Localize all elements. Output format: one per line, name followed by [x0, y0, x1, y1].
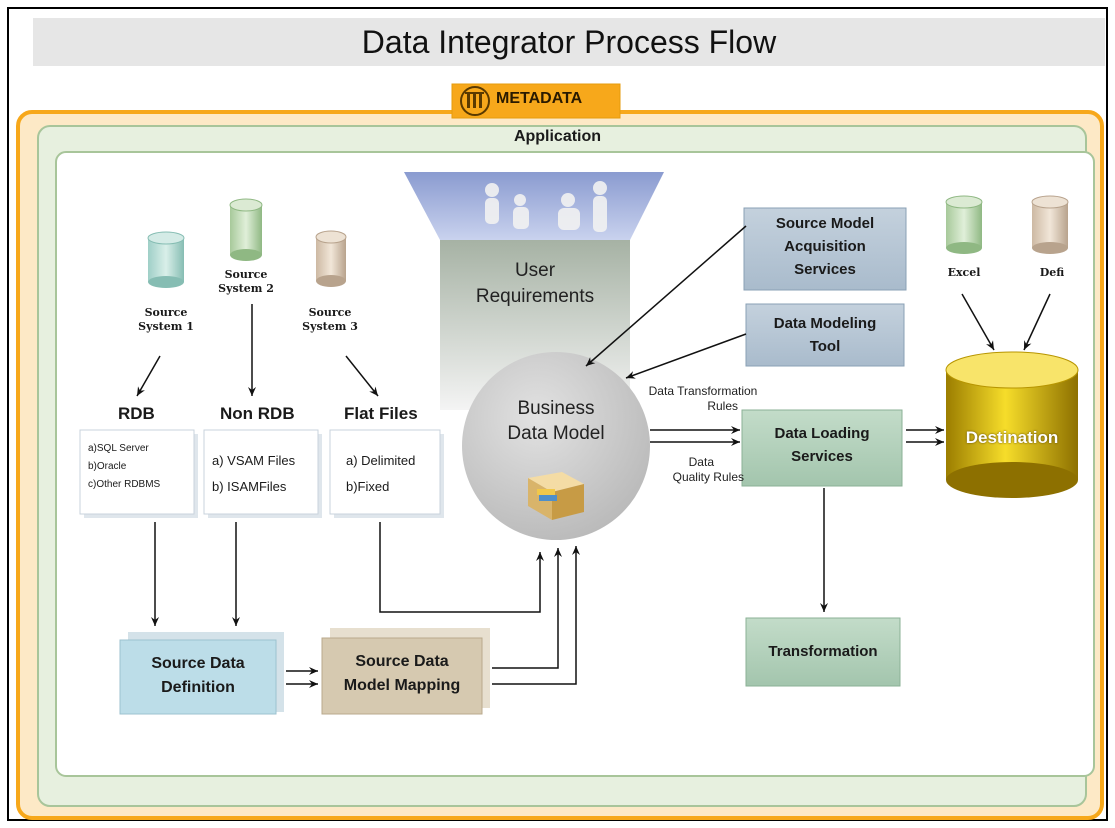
non-rdb-list-box [203, 429, 322, 518]
rdb-heading: RDB [118, 404, 155, 423]
page-title: Data Integrator Process Flow [33, 18, 1105, 66]
list-item: a) Delimited [346, 453, 416, 468]
defi-cylinder [1031, 195, 1069, 254]
application-label: Application [513, 128, 602, 145]
business-data-model-label: Business Data Model [507, 398, 605, 444]
defi-label: Defi [1039, 266, 1065, 279]
flat-files-list-box [329, 429, 444, 518]
list-item: c)Other RDBMS [88, 479, 161, 490]
source-data-definition-box: Source Data Definition [151, 655, 245, 696]
excel-cylinder [945, 195, 983, 254]
flat-files-list: a) Delimited b)Fixed [346, 448, 415, 500]
source-system-3-cylinder [315, 230, 347, 287]
list-item: a) VSAM Files [212, 453, 296, 468]
source-model-acquisition-services-box: Source Model Acquisition Services [775, 215, 875, 278]
list-item: b) ISAMFiles [212, 479, 287, 494]
user-requirements-label: User Requirements [475, 260, 595, 307]
transformation-box: Transformation [768, 643, 878, 660]
metadata-label: METADATA [496, 90, 583, 107]
data-modeling-tool-box: Data Modeling Tool [773, 315, 877, 355]
source-system-1-cylinder [147, 231, 185, 288]
rdb-list-box [79, 429, 198, 518]
data-transformation-rules-label: Data Transformation Rules [648, 384, 758, 413]
non-rdb-heading: Non RDB [220, 404, 295, 423]
flat-files-heading: Flat Files [344, 404, 418, 423]
source-data-model-mapping-box: Source Data Model Mapping [343, 653, 461, 694]
destination-cylinder [945, 351, 1079, 498]
excel-label: Excel [947, 266, 981, 279]
data-model-box-icon [528, 472, 584, 520]
list-item: b)Fixed [346, 479, 390, 494]
people-icon [485, 181, 607, 232]
data-quality-rules-label: Data Quality Rules [672, 455, 744, 484]
data-loading-services-box: Data Loading Services [774, 425, 870, 465]
destination-label: Destination [965, 428, 1059, 447]
non-rdb-list: a) VSAM Files b) ISAMFiles [212, 448, 295, 500]
rdb-list: a)SQL Server b)Oracle c)Other RDBMS [88, 440, 160, 494]
list-item: b)Oracle [88, 461, 127, 472]
list-item: a)SQL Server [88, 443, 149, 454]
source-system-2-cylinder [229, 198, 263, 261]
